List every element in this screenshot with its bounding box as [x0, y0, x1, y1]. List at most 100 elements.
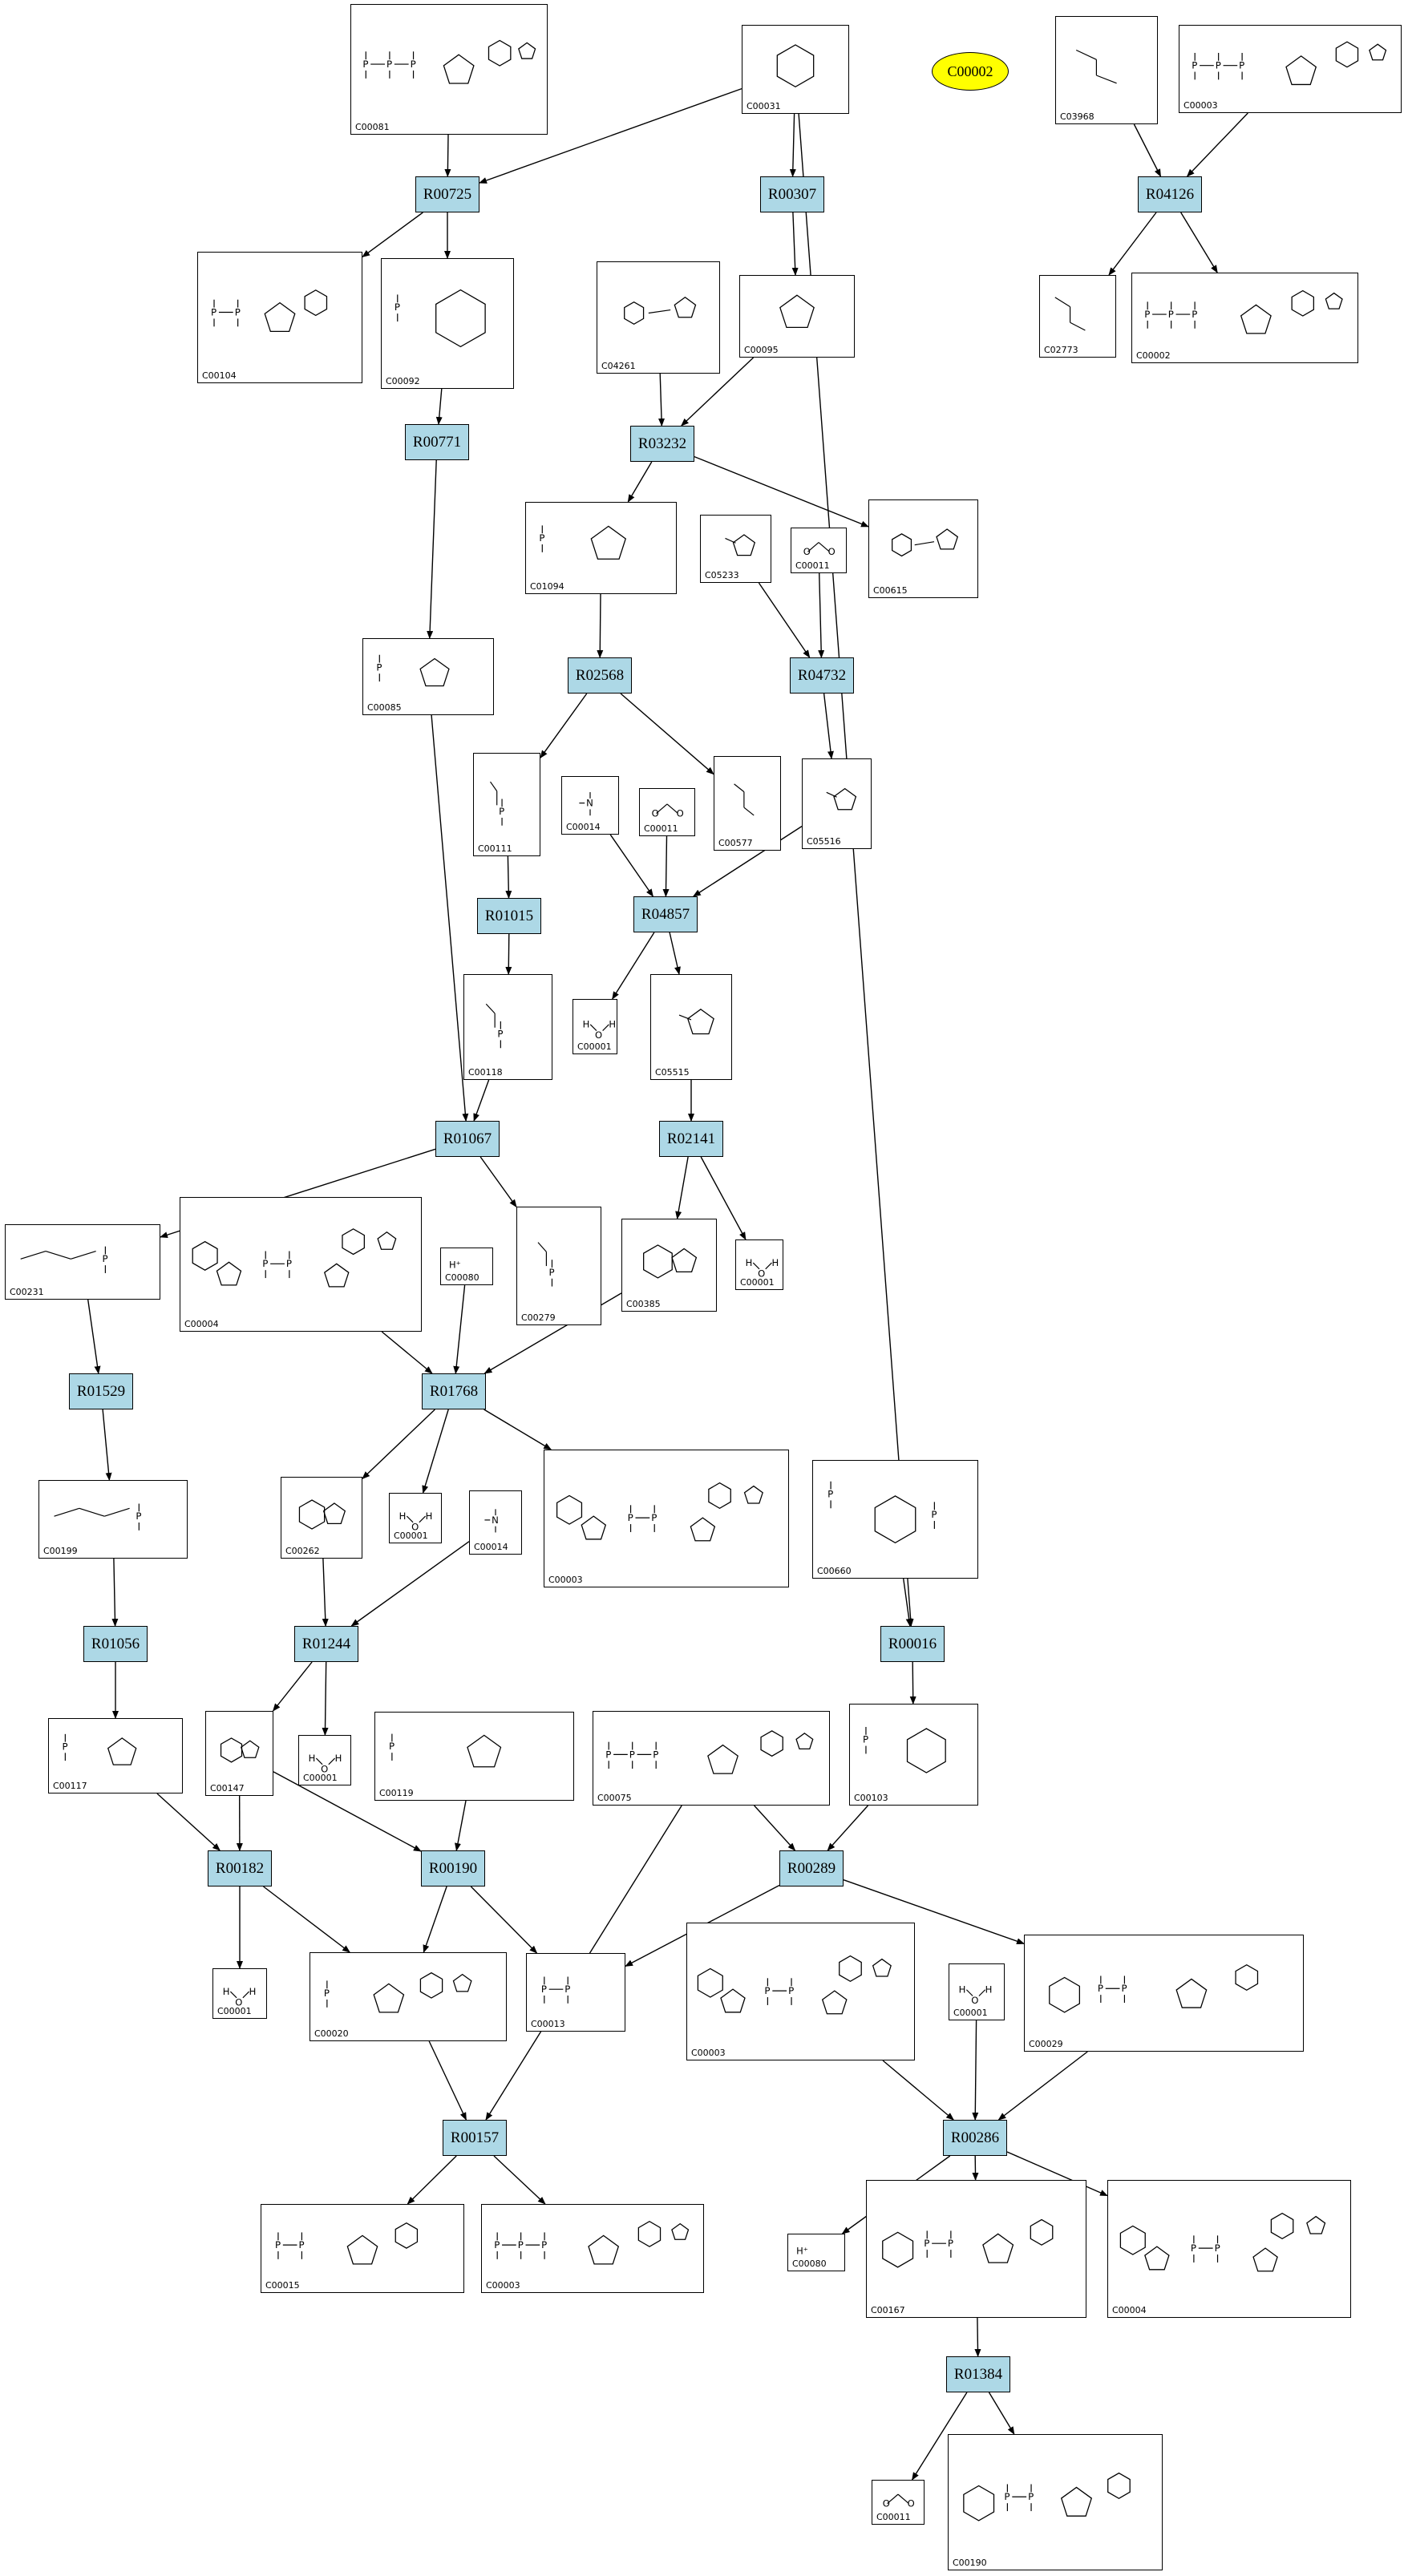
reaction-r00182[interactable]: R00182: [208, 1850, 272, 1887]
compound-c00080[interactable]: H⁺C00080: [787, 2234, 845, 2271]
structure-furanosep-icon: P: [62, 1733, 137, 1765]
edge-arrow: [435, 388, 443, 425]
svg-text:P: P: [1192, 309, 1197, 320]
reaction-r01056[interactable]: R01056: [83, 1626, 148, 1662]
structure-nh3-icon: N: [484, 1509, 499, 1533]
reaction-r01384[interactable]: R01384: [946, 2356, 1010, 2392]
compound-c00080[interactable]: H⁺C00080: [440, 1248, 493, 1285]
edge-arrow: [422, 1409, 449, 1494]
compound-label: C00001: [394, 1531, 428, 1541]
reaction-r01768[interactable]: R01768: [422, 1373, 486, 1409]
structure-furanosep-icon: P: [539, 525, 627, 560]
reaction-r01067[interactable]: R01067: [435, 1121, 500, 1157]
compound-label: C00001: [953, 2008, 988, 2018]
compound-c00031[interactable]: C00031: [742, 25, 849, 114]
reaction-r01015[interactable]: R01015: [477, 898, 541, 934]
svg-text:H: H: [249, 1986, 257, 1997]
reaction-r00307[interactable]: R00307: [760, 176, 824, 212]
structure-ring-icon: [678, 1009, 714, 1035]
compound-c05516[interactable]: C05516: [802, 758, 872, 849]
compound-c00262[interactable]: C00262: [281, 1477, 362, 1559]
svg-text:P: P: [389, 1741, 394, 1752]
reaction-r00725[interactable]: R00725: [415, 176, 479, 212]
reaction-r01529[interactable]: R01529: [69, 1373, 133, 1409]
svg-text:P: P: [1144, 309, 1150, 320]
svg-text:P: P: [1168, 309, 1174, 320]
edge-arrow: [1108, 212, 1157, 276]
svg-text:H: H: [223, 1986, 230, 1997]
reaction-r04857[interactable]: R04857: [633, 896, 698, 932]
svg-text:P: P: [564, 1984, 570, 1995]
reaction-r01244[interactable]: R01244: [294, 1626, 358, 1662]
compound-c05233[interactable]: C05233: [700, 515, 771, 583]
compound-label: C00002: [1136, 350, 1171, 361]
compound-c02773[interactable]: C02773: [1039, 275, 1116, 358]
structure-chainp-icon: P: [54, 1503, 142, 1531]
svg-text:P: P: [324, 1988, 330, 1999]
compound-c00002[interactable]: P P P C00002: [1131, 273, 1358, 363]
compound-label: C00011: [795, 560, 830, 571]
highlighted-compound-node[interactable]: C00002: [932, 52, 1009, 91]
edge-arrow: [423, 1886, 447, 1953]
compound-c04261[interactable]: C04261: [597, 261, 720, 374]
compound-c00615[interactable]: C00615: [868, 499, 978, 598]
compound-c00095[interactable]: C00095: [739, 275, 855, 358]
reaction-r00016[interactable]: R00016: [880, 1626, 945, 1662]
compound-c00385[interactable]: C00385: [621, 1219, 717, 1312]
reaction-r00157[interactable]: R00157: [443, 2120, 507, 2156]
reaction-r00289[interactable]: R00289: [779, 1850, 844, 1887]
compound-c03968[interactable]: C03968: [1055, 16, 1158, 124]
reaction-r03232[interactable]: R03232: [630, 426, 694, 462]
compound-c00147[interactable]: C00147: [205, 1711, 273, 1796]
reaction-r00771[interactable]: R00771: [405, 424, 469, 460]
reaction-r04732[interactable]: R04732: [790, 657, 854, 694]
reaction-r04126[interactable]: R04126: [1138, 176, 1202, 212]
reaction-r00286[interactable]: R00286: [943, 2120, 1007, 2156]
reaction-r00190[interactable]: R00190: [421, 1850, 485, 1887]
reaction-r02568[interactable]: R02568: [568, 657, 632, 694]
compound-c05515[interactable]: C05515: [650, 974, 732, 1080]
reaction-r02141[interactable]: R02141: [659, 1121, 723, 1157]
compound-c00577[interactable]: C00577: [714, 756, 781, 851]
